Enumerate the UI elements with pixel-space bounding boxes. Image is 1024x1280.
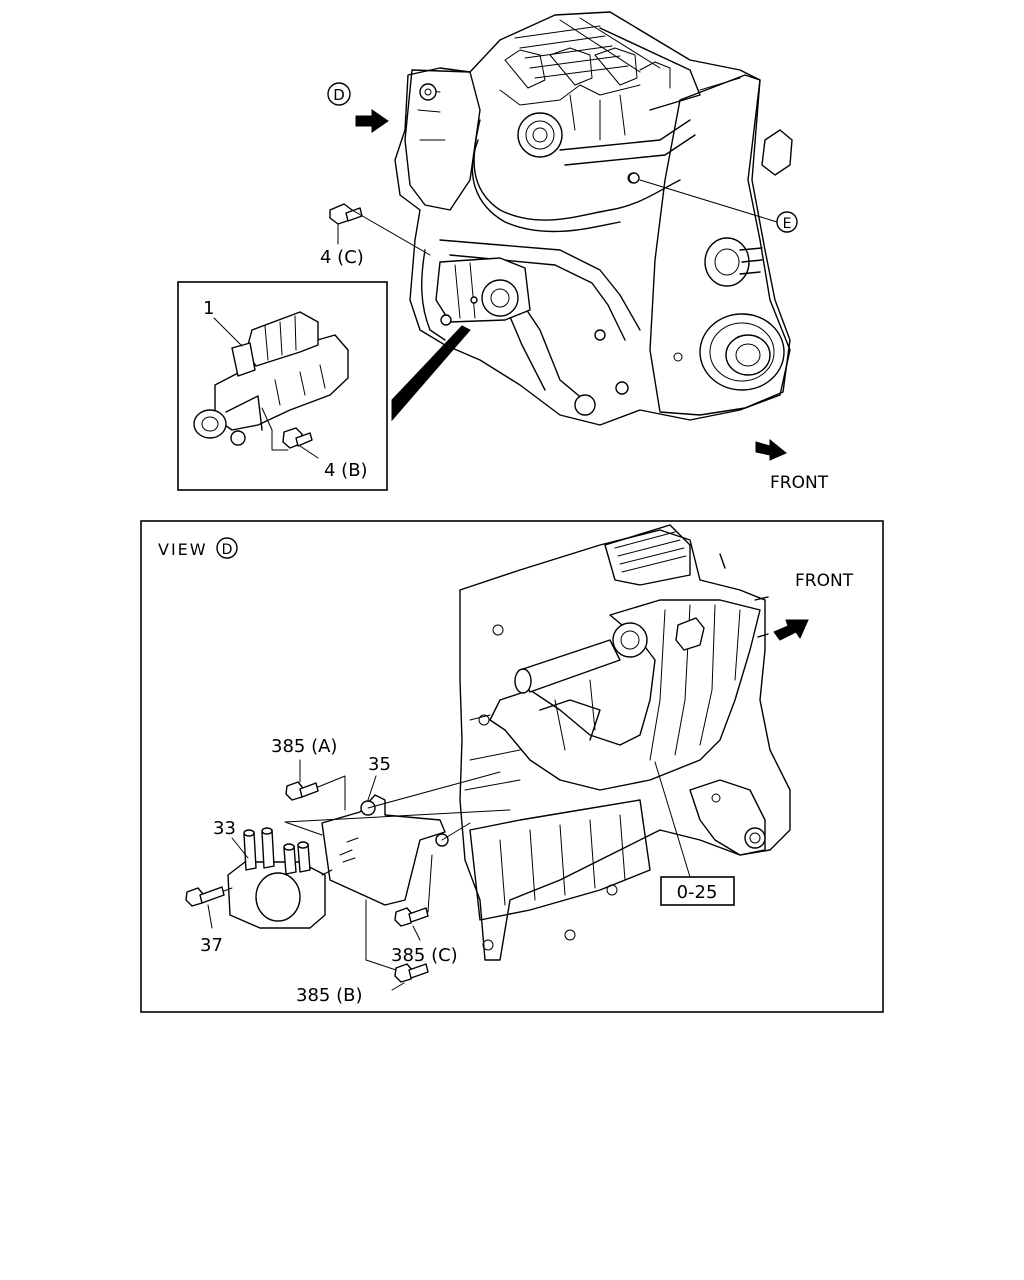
front-label-lower: FRONT (795, 571, 854, 591)
callout-4c: 4 (C) (320, 247, 364, 268)
front-direction-lower: FRONT (773, 571, 854, 641)
callout-37: 37 (200, 935, 223, 956)
callout-385c: 385 (C) (391, 945, 458, 966)
front-direction-top: FRONT (755, 438, 829, 493)
bracket-35: 35 (284, 754, 511, 906)
bolt-4c: 4 (C) (320, 203, 431, 268)
bolt-385b: 385 (B) (296, 899, 429, 1006)
view-d-arrow-icon (355, 109, 389, 133)
callout-35: 35 (368, 754, 391, 775)
bolt-37: 37 (185, 886, 233, 956)
callout-33: 33 (213, 818, 236, 839)
view-d-engine-drawing (459, 524, 791, 961)
bolt-385c: 385 (C) (391, 854, 458, 966)
view-d-marker: D (327, 82, 389, 133)
ignition-coil-33: 33 (213, 818, 333, 929)
starter-location-wedge (391, 325, 471, 422)
callout-385b: 385 (B) (296, 985, 362, 1006)
front-label-top: FRONT (770, 473, 829, 493)
starter-detail-inset: 4 (B) 1 (177, 281, 388, 491)
reference-box-0-25: 0-25 (654, 761, 735, 906)
front-arrow-icon-lower (773, 619, 809, 641)
engine-assembly-drawing (394, 11, 793, 426)
view-d-frame (140, 520, 884, 1013)
upper-engine-view: D E 4 (C) FRONT (177, 11, 829, 493)
view-d-letter: D (333, 86, 345, 104)
callout-1: 1 (203, 298, 214, 319)
bolt-385a: 385 (A) (271, 736, 346, 811)
callout-385a: 385 (A) (271, 736, 337, 757)
ref-0-25-label: 0-25 (677, 882, 718, 903)
front-arrow-icon (755, 438, 787, 461)
view-e-letter: E (783, 216, 792, 232)
view-e-marker: E (639, 179, 798, 233)
view-d-title: VIEW (158, 540, 208, 559)
lower-view-d: VIEW D FRONT (140, 520, 884, 1013)
callout-4b: 4 (B) (324, 460, 368, 481)
view-d-title-marker: D (222, 542, 233, 558)
